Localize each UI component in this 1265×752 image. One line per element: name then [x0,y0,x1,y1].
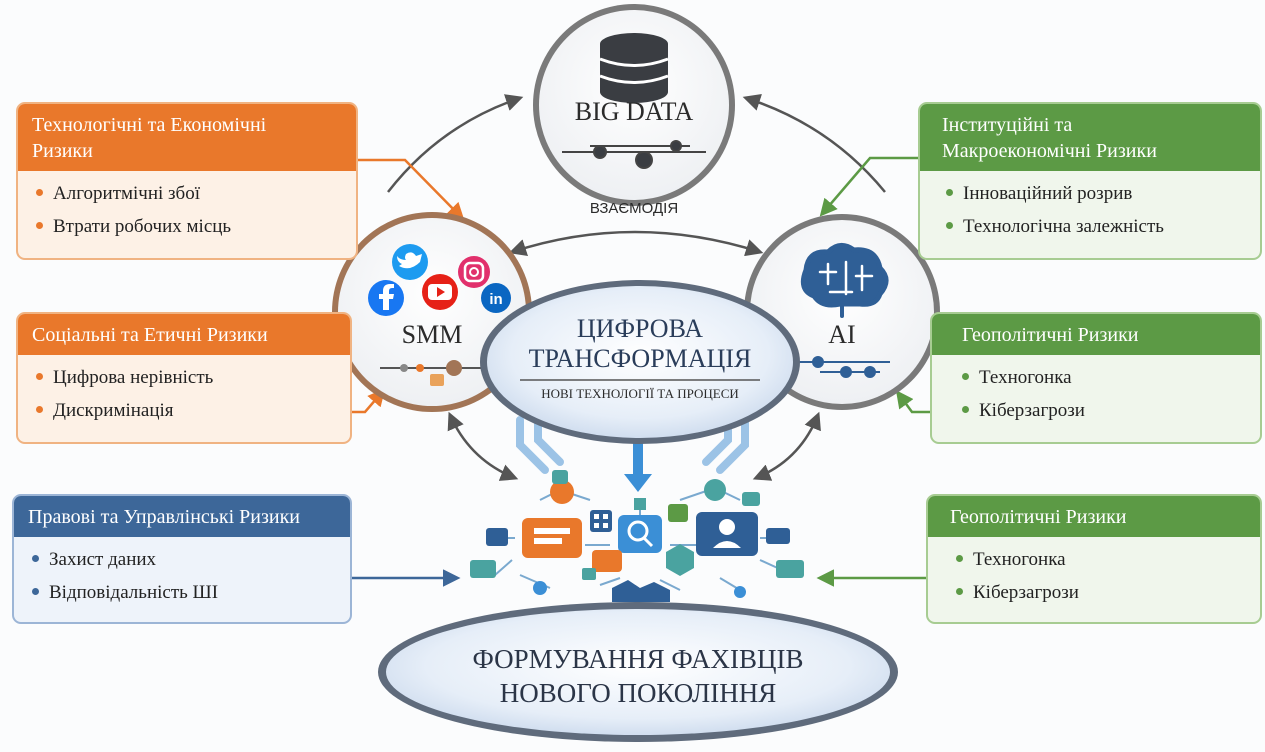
risk-list: Цифрова нерівність Дискримінація [18,355,350,427]
risk-header-tech-econ: Технологічні та Економічні Ризики [18,104,356,171]
connector-geo1 [895,390,932,414]
center-oval [487,286,793,438]
risk-item: Відповідальність ШІ [32,576,340,609]
bullet-icon [956,588,963,596]
risk-item-text: Кіберзагрози [973,582,1079,603]
risk-item-text: Алгоритмічні збої [53,183,200,204]
risk-item-text: Техногонка [979,367,1072,388]
center-subtitle: НОВІ ТЕХНОЛОГІЇ ТА ПРОЦЕСИ [541,386,739,401]
risk-box-legal: Правові та Управлінські Ризики Захист да… [12,494,352,624]
risk-item: Інноваційний розрив [946,177,1250,210]
risk-title-line: Технологічні та Економічні [32,114,267,136]
risk-item-text: Цифрова нерівність [53,367,214,388]
risk-item: Захист даних [32,543,340,576]
bottom-oval [386,609,890,735]
linkedin-icon: in [481,283,511,313]
bigdata-label: BIG DATA [574,97,694,126]
risk-item: Цифрова нерівність [36,361,340,394]
instagram-icon [458,256,490,288]
risk-item-text: Відповідальність ШІ [49,582,219,603]
risk-title-line: Інституційні та [942,114,1073,136]
risk-header-institutional: Інституційні та Макроекономічні Ризики [920,104,1260,171]
risk-list: Алгоритмічні збої Втрати робочих місць [18,171,356,243]
risk-item-text: Техногонка [973,549,1066,570]
risk-box-geo-2: Геополітичні Ризики Техногонка Кіберзагр… [926,494,1262,624]
center-title-line1: ЦИФРОВА [576,314,704,343]
bullet-icon [36,373,43,381]
arrow-interaction [508,230,764,257]
bigdata-circuit-icon [562,140,706,169]
center-title: ЦИФРОВА ТРАНСФОРМАЦІЯ [490,314,790,374]
arrow-smm-network [447,411,519,481]
facebook-icon [368,280,404,316]
bullet-icon [32,588,39,596]
bottom-title-line2: НОВОГО ПОКОЛІННЯ [499,678,777,708]
risk-item: Техногонка [956,543,1250,576]
bottom-title: ФОРМУВАННЯ ФАХІВЦІВ НОВОГО ПОКОЛІННЯ [400,642,876,710]
risk-item: Технологічна залежність [946,210,1250,243]
risk-list: Техногонка Кіберзагрози [928,537,1260,609]
risk-item: Втрати робочих місць [36,210,346,243]
risk-item-text: Технологічна залежність [963,216,1164,237]
center-down-arrow-head [624,474,652,492]
risk-item: Кіберзагрози [962,394,1250,427]
twitter-icon [392,244,428,280]
risk-item: Кіберзагрози [956,576,1250,609]
ai-slider-icon [792,356,890,378]
risk-item-text: Втрати робочих місць [53,216,232,237]
center-title-line2: ТРАНСФОРМАЦІЯ [528,344,752,373]
connector-tech-econ [358,158,465,221]
risk-item-text: Дискримінація [53,400,174,421]
risk-item-text: Інноваційний розрив [963,183,1133,204]
arrow-ai-network [752,411,821,481]
risk-box-geo-1: Геополітичні Ризики Техногонка Кіберзагр… [930,312,1262,444]
interaction-label: ВЗАЄМОДІЯ [589,200,679,217]
risk-item: Алгоритмічні збої [36,177,346,210]
risk-item-text: Захист даних [49,549,157,570]
risk-box-institutional: Інституційні та Макроекономічні Ризики І… [918,102,1262,260]
brain-circuit-icon [800,243,889,318]
bullet-icon [36,189,43,197]
risk-item: Техногонка [962,361,1250,394]
bullet-icon [946,189,953,197]
svg-text:in: in [489,291,502,308]
risk-header-legal: Правові та Управлінські Ризики [14,496,350,537]
flow-chevrons [516,416,749,474]
bottom-title-line1: ФОРМУВАННЯ ФАХІВЦІВ [472,644,804,674]
risk-header-social: Соціальні та Етичні Ризики [18,314,350,355]
risk-item-text: Кіберзагрози [979,400,1085,421]
bullet-icon [946,222,953,230]
bullet-icon [962,406,969,414]
risk-list: Техногонка Кіберзагрози [932,355,1260,427]
risk-box-tech-econ: Технологічні та Економічні Ризики Алгори… [16,102,358,260]
network-illustration [470,470,804,602]
connector-institutional [819,156,918,217]
ai-label: AI [828,320,856,349]
bullet-icon [956,555,963,563]
bullet-icon [36,222,43,230]
smm-slider-icon [380,360,486,386]
risk-title-line: Ризики [32,140,93,162]
risk-list: Інноваційний розрив Технологічна залежні… [920,171,1260,243]
bullet-icon [32,555,39,563]
risk-header-geo-1: Геополітичні Ризики [932,314,1260,355]
risk-title-line: Макроекономічні Ризики [942,140,1157,162]
risk-box-social: Соціальні та Етичні Ризики Цифрова нерів… [16,312,352,444]
database-icon [599,33,669,103]
arrow-smm-bigdata [387,94,524,193]
smm-label: SMM [401,320,463,349]
risk-item: Дискримінація [36,394,340,427]
risk-list: Захист даних Відповідальність ШІ [14,537,350,609]
bullet-icon [36,406,43,414]
risk-header-geo-2: Геополітичні Ризики [928,496,1260,537]
bullet-icon [962,373,969,381]
youtube-icon [422,274,458,310]
arrow-ai-bigdata [742,93,886,193]
